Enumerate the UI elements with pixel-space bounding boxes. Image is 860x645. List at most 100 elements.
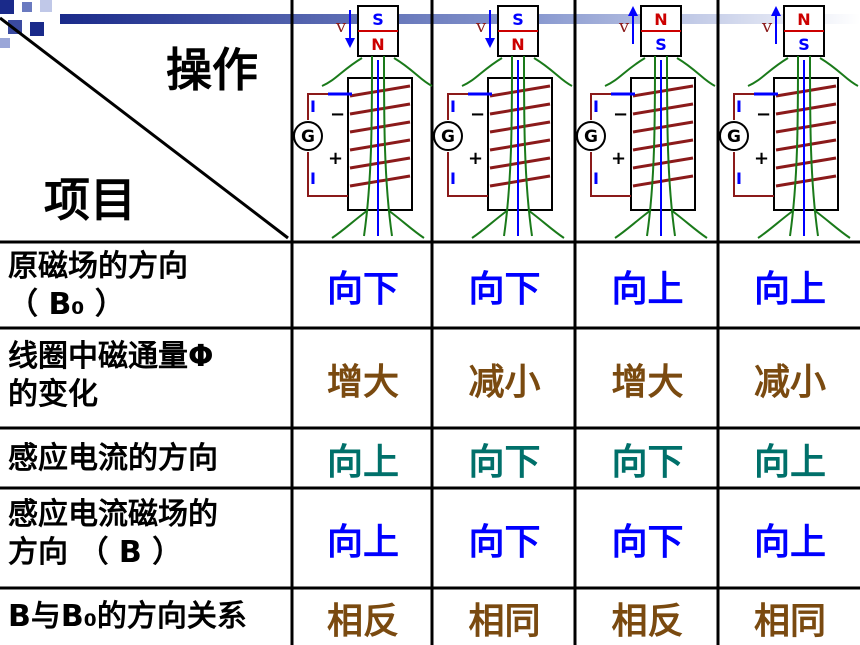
value-cell: 相同 <box>753 600 826 642</box>
value-cell: 减小 <box>468 362 541 403</box>
value-cell: 向下 <box>468 442 541 483</box>
motion-arrowhead <box>485 38 495 48</box>
field-line <box>533 57 573 87</box>
row-label-relation: B与B₀的方向关系 <box>8 598 247 636</box>
field-line <box>676 57 716 87</box>
coil-winding <box>775 174 837 188</box>
circuit-wire <box>590 152 631 197</box>
field-line <box>670 209 708 239</box>
current-label-bottom: I <box>593 169 599 188</box>
field-line <box>747 57 789 87</box>
field-line <box>646 55 656 237</box>
coil-minus-terminal: − <box>613 104 628 125</box>
galvanometer-label: G <box>584 127 598 147</box>
coil-plus-terminal: + <box>468 148 483 169</box>
current-label-bottom: I <box>310 169 316 188</box>
coil-winding <box>489 84 551 98</box>
coil-winding <box>489 102 551 116</box>
coil-winding <box>775 138 837 152</box>
value-cell: 相反 <box>611 600 684 642</box>
field-line <box>809 55 819 237</box>
field-line <box>819 57 859 87</box>
value-cell: 向上 <box>753 442 826 483</box>
row-label-current-direction: 感应电流的方向 <box>8 440 218 478</box>
galvanometer-label: G <box>441 127 455 147</box>
value-cell: 向下 <box>468 269 541 310</box>
motion-arrowhead <box>771 6 781 16</box>
coil-winding <box>632 84 694 98</box>
galvanometer <box>719 121 749 151</box>
coil-winding <box>349 156 411 170</box>
field-line <box>321 57 363 87</box>
field-line <box>387 209 425 239</box>
field-line <box>604 57 646 87</box>
coil-winding <box>349 120 411 134</box>
coil-winding <box>632 138 694 152</box>
value-cell: 向上 <box>753 522 826 563</box>
galvanometer <box>433 121 463 151</box>
field-line <box>503 55 513 237</box>
galvanometer-label: G <box>727 127 741 147</box>
magnet-top-pole: N <box>654 10 667 29</box>
row-label-line: 的变化 <box>8 377 98 412</box>
field-line <box>614 209 652 239</box>
row-label-flux-change: 线圈中磁通量Φ 的变化 <box>8 338 214 414</box>
value-cell: 向下 <box>611 442 684 483</box>
velocity-label: v <box>475 16 487 37</box>
value-cell: 减小 <box>753 362 826 403</box>
coil-winding <box>775 156 837 170</box>
coil-winding <box>775 102 837 116</box>
coil-winding <box>489 174 551 188</box>
coil-winding <box>775 120 837 134</box>
row-label-induced-field: 感应电流磁场的 方向 （ B ） <box>8 496 218 572</box>
row-label-line: 线圈中磁通量Φ <box>8 339 214 374</box>
coil-plus-terminal: + <box>611 148 626 169</box>
coil-minus-terminal: − <box>330 104 345 125</box>
coil-winding <box>489 156 551 170</box>
field-line <box>789 55 799 237</box>
magnet-bottom-pole: N <box>371 35 384 54</box>
value-cell: 向下 <box>611 522 684 563</box>
motion-arrowhead <box>628 6 638 16</box>
value-cell: 向上 <box>326 522 399 563</box>
field-line <box>527 209 565 239</box>
operation-header: 操作 <box>166 43 258 97</box>
current-label-bottom: I <box>450 169 456 188</box>
magnet-top-pole: S <box>372 10 384 29</box>
circuit-wire <box>733 152 774 197</box>
value-cell: 向下 <box>468 522 541 563</box>
current-label-top: I <box>310 97 316 116</box>
current-label-top: I <box>593 97 599 116</box>
coil-winding <box>632 156 694 170</box>
velocity-label: v <box>335 16 347 37</box>
coil-minus-terminal: − <box>756 104 771 125</box>
coil-minus-terminal: − <box>470 104 485 125</box>
magnet-top-pole: S <box>512 10 524 29</box>
magnet-bottom-pole: N <box>511 35 524 54</box>
coil-winding <box>349 102 411 116</box>
coil-winding <box>349 84 411 98</box>
field-line <box>666 55 676 237</box>
galvanometer <box>576 121 606 151</box>
velocity-label: v <box>618 16 630 37</box>
motion-arrowhead <box>345 38 355 48</box>
row-label-line: （ B₀ ） <box>8 287 125 322</box>
field-line <box>461 57 503 87</box>
current-label-top: I <box>450 97 456 116</box>
row-label-line: B与B₀的方向关系 <box>8 599 247 634</box>
coil-winding <box>775 84 837 98</box>
galvanometer-label: G <box>301 127 315 147</box>
circuit-wire <box>307 152 348 197</box>
magnet-top-pole: N <box>797 10 810 29</box>
coil-winding <box>632 102 694 116</box>
velocity-label: v <box>761 16 773 37</box>
current-label-top: I <box>736 97 742 116</box>
value-cell: 向上 <box>326 442 399 483</box>
row-label-line: 感应电流的方向 <box>8 441 218 476</box>
coil-winding <box>349 174 411 188</box>
coil-winding <box>349 138 411 152</box>
